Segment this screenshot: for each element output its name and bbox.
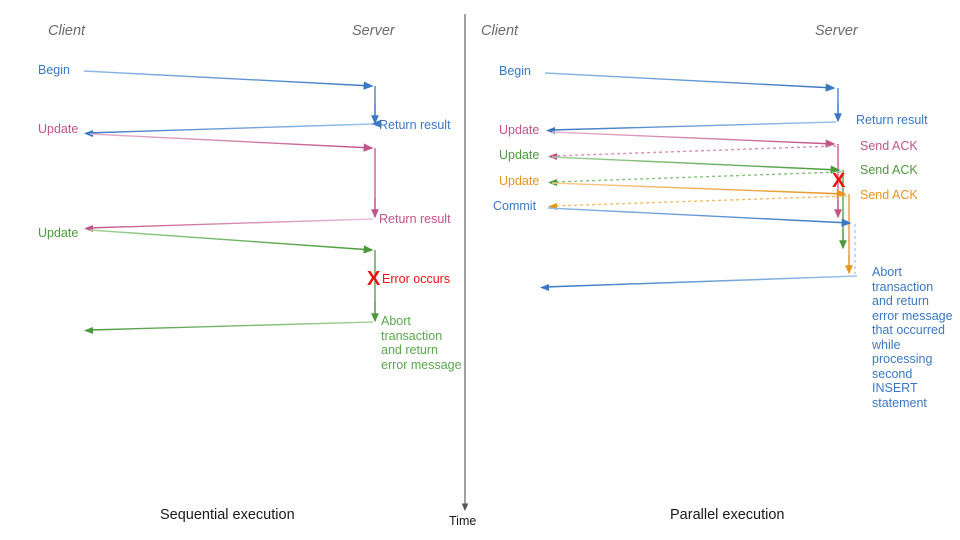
arrow-right-return xyxy=(550,121,837,131)
right-label-send-ack-3: Send ACK xyxy=(860,188,918,202)
left-header-server: Server xyxy=(352,23,395,39)
arrow-left-update-2 xyxy=(89,229,374,254)
right-panel-arrows xyxy=(540,72,858,291)
right-label-return-result: Return result xyxy=(856,113,928,127)
arrow-right-update-1 xyxy=(551,131,836,148)
arrow-right-commit xyxy=(547,207,852,227)
arrow-left-return-2 xyxy=(87,218,374,229)
left-label-return-result-1: Return result xyxy=(379,118,451,132)
right-caption: Parallel execution xyxy=(670,507,785,523)
arrow-right-update-2 xyxy=(551,156,841,174)
left-label-error-occurs: Error occurs xyxy=(382,272,451,286)
error-x-icon-left: X xyxy=(367,268,381,290)
right-label-send-ack-1: Send ACK xyxy=(860,139,918,153)
left-label-begin: Begin xyxy=(38,63,70,77)
arrow-right-ack-1 xyxy=(552,145,837,157)
left-label-update-2: Update xyxy=(38,226,79,240)
right-label-update-1: Update xyxy=(499,123,540,137)
right-label-update-3: Update xyxy=(499,174,540,188)
left-label-return-result-2: Return result xyxy=(379,212,451,226)
left-caption: Sequential execution xyxy=(160,507,295,523)
arrow-right-ack-2 xyxy=(552,171,842,183)
right-label-begin: Begin xyxy=(499,64,531,78)
left-header-client: Client xyxy=(48,23,86,39)
left-panel-arrows xyxy=(83,70,382,334)
arrow-left-return-1 xyxy=(85,119,382,134)
arrow-left-abort xyxy=(89,321,374,331)
right-label-commit: Commit xyxy=(493,199,537,213)
right-header-client: Client xyxy=(481,23,519,39)
left-label-update-1: Update xyxy=(38,122,79,136)
arrow-right-abort xyxy=(544,275,858,288)
time-axis-label: Time xyxy=(449,514,477,528)
arrow-right-update-3 xyxy=(551,182,847,198)
right-label-send-ack-2: Send ACK xyxy=(860,163,918,177)
error-x-icon-right: X xyxy=(832,170,846,192)
arrow-right-begin xyxy=(544,72,836,92)
right-header-server: Server xyxy=(815,23,858,39)
arrow-left-begin xyxy=(83,70,374,90)
arrow-left-update-1 xyxy=(89,133,374,152)
arrow-right-ack-3 xyxy=(552,195,848,207)
right-label-update-2: Update xyxy=(499,148,540,162)
